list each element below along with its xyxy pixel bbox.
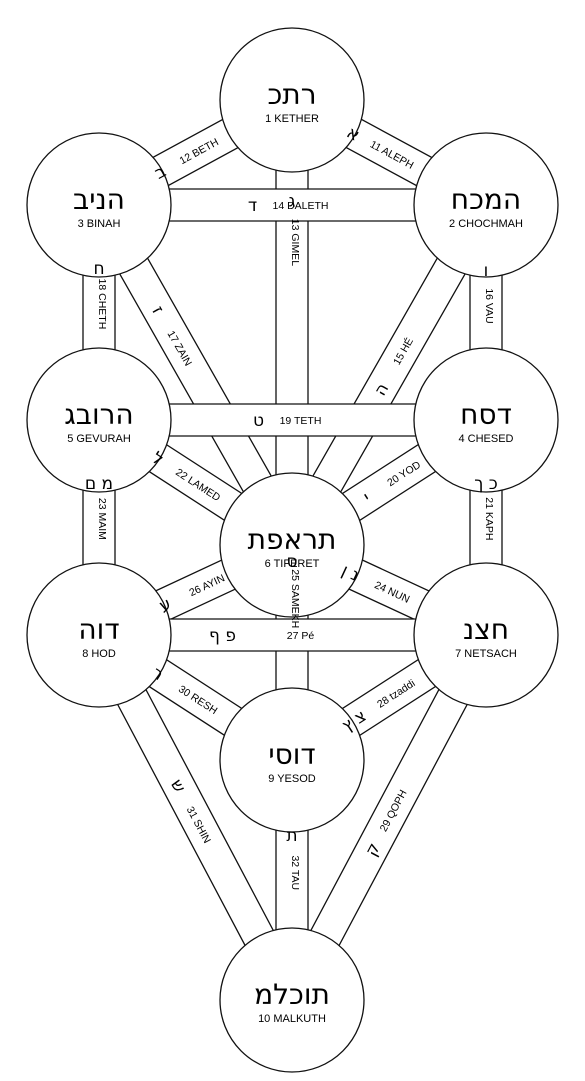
path-letter-32: ת (286, 826, 297, 846)
path-letter-16: ו (484, 261, 489, 281)
path-label-32: 32 TAU (289, 855, 301, 890)
path-letter-24: נ ן (338, 560, 362, 585)
sephirah-hebrew-2: המכח (451, 183, 521, 216)
sephirah-3: הניב 3 BINAH (26, 132, 172, 278)
sephirah-circle-6 (219, 472, 365, 618)
sephirah-label-1: 1 KETHER (265, 113, 319, 125)
path-label-13: 13 GIMEL (289, 219, 301, 266)
sephirah-label-5: 5 GEVURAH (67, 433, 131, 445)
path-letter-23: מ ם (85, 474, 113, 494)
sephirah-hebrew-3: הניב (73, 183, 125, 216)
path-letter-18: ח (93, 259, 104, 279)
sephirah-hebrew-4: דסח (460, 398, 512, 431)
path-letter-27: פ ף (209, 626, 236, 646)
path-letter-19: ט (253, 411, 264, 431)
sephirah-7: חצנ 7 NETSACH (413, 562, 559, 708)
sephirah-circle-1 (219, 27, 365, 173)
path-letter-14: ד (248, 196, 257, 216)
sephirah-label-8: 8 HOD (82, 648, 116, 660)
sephirah-10: תוכלמ 10 MALKUTH (219, 927, 365, 1073)
sephirah-8: דוה 8 HOD (26, 562, 172, 708)
sephirah-hebrew-10: תוכלמ (254, 978, 330, 1011)
path-label-23: 23 MAIM (96, 498, 108, 540)
sephirah-hebrew-9: דוסי (268, 738, 315, 771)
path-label-19: 19 TETH (280, 415, 322, 427)
sephirah-hebrew-7: חצנ (463, 613, 509, 646)
path-label-21: 21 KAPH (483, 497, 495, 540)
sephirah-hebrew-8: דוה (78, 613, 119, 646)
sephirah-6: תראפת 6 TIFERET (219, 472, 365, 618)
sephirah-label-4: 4 CHESED (458, 433, 513, 445)
sephirah-9: דוסי 9 YESOD (219, 687, 365, 833)
sephirah-circle-7 (413, 562, 559, 708)
path-label-25: 25 SAMEKH (289, 569, 301, 628)
sephirah-circle-8 (26, 562, 172, 708)
sephirah-circle-5 (26, 347, 172, 493)
sephirah-2: המכח 2 CHOCHMAH (413, 132, 559, 278)
sephirah-label-3: 3 BINAH (78, 218, 121, 230)
path-label-14: 14 DALETH (272, 200, 328, 212)
path-text-14: ד 14 DALETH (248, 196, 329, 216)
sephirah-hebrew-6: תראפת (248, 523, 337, 556)
sephirah-circle-9 (219, 687, 365, 833)
sephirah-label-9: 9 YESOD (268, 773, 316, 785)
sephirah-4: דסח 4 CHESED (413, 347, 559, 493)
path-letter-21: כ ך (474, 474, 498, 494)
path-letter-25: ס (286, 552, 297, 572)
sephirah-circle-3 (26, 132, 172, 278)
sephirah-1: רתכ 1 KETHER (219, 27, 365, 173)
sephirah-label-10: 10 MALKUTH (258, 1013, 326, 1025)
path-label-16: 16 VAU (483, 288, 495, 323)
sephirah-label-2: 2 CHOCHMAH (449, 218, 523, 230)
sephirah-hebrew-5: הרובג (64, 398, 133, 431)
sephirah-circle-4 (413, 347, 559, 493)
path-label-18: 18 CHETH (96, 279, 108, 330)
sephirah-circle-10 (219, 927, 365, 1073)
sephirah-5: הרובג 5 GEVURAH (26, 347, 172, 493)
path-text-19: ט 19 TETH (253, 411, 321, 431)
path-text-27: פ ף 27 Pé (209, 626, 314, 646)
path-label-27: 27 Pé (287, 630, 315, 642)
sephirah-circle-2 (413, 132, 559, 278)
sephirah-hebrew-1: רתכ (267, 78, 316, 111)
sephirah-label-7: 7 NETSACH (455, 648, 517, 660)
sephirah-label-6: 6 TIFERET (265, 558, 320, 570)
path-letter-13: ג (288, 191, 295, 211)
